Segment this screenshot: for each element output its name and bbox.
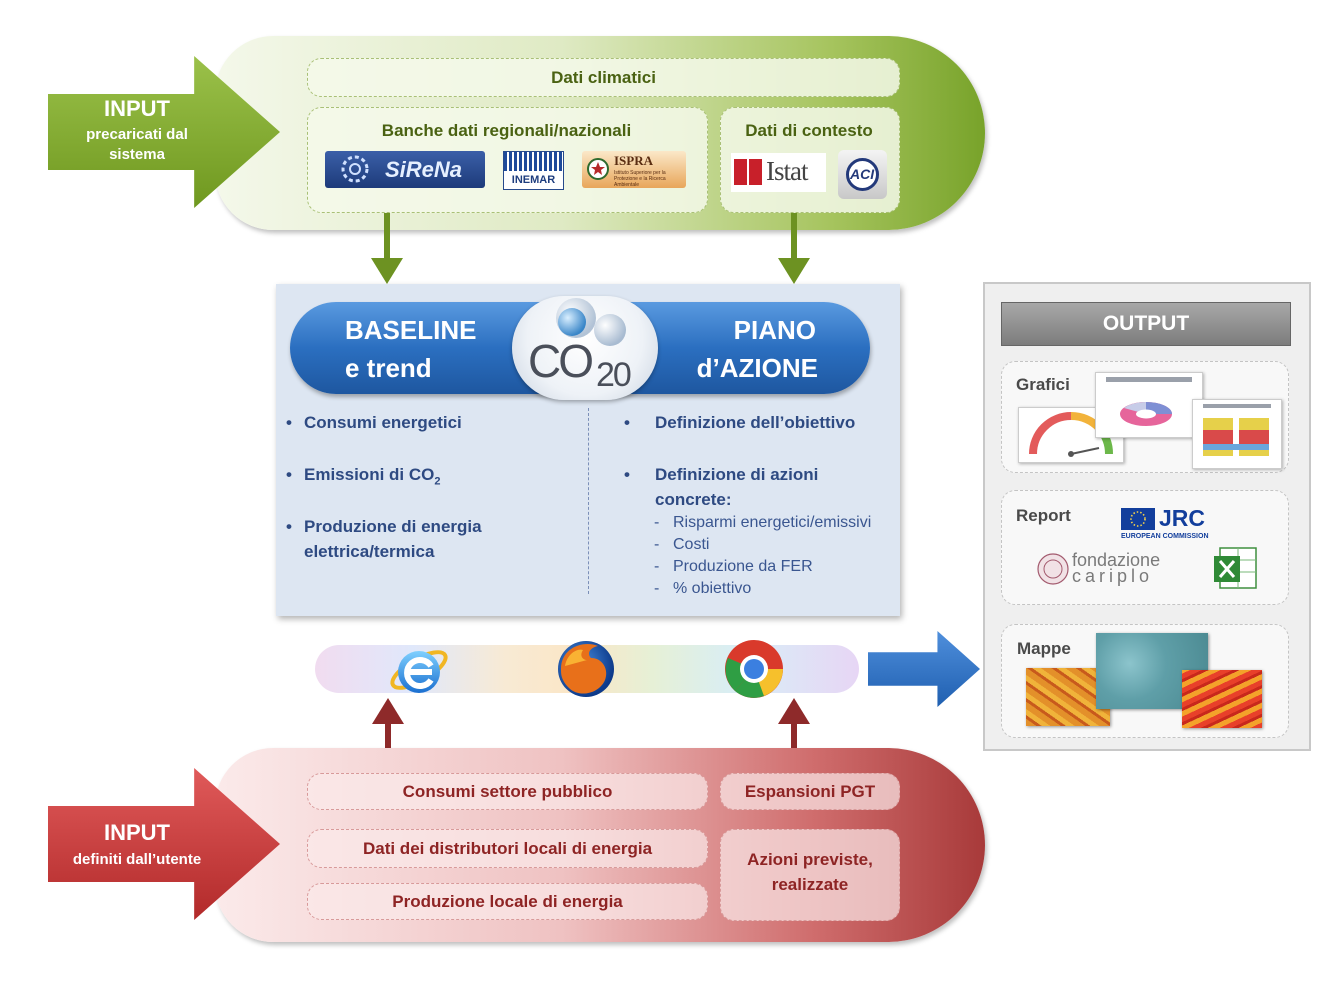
input-system-line2: sistema (109, 146, 165, 163)
pie-chart-thumbnail (1095, 372, 1203, 438)
inemar-text: INEMAR (511, 174, 556, 186)
sub-dash-4: - (654, 580, 660, 597)
input-system-line1: precaricati dal (86, 126, 188, 143)
inemar-logo: INEMAR (503, 151, 564, 190)
input-user-label: INPUT definiti dall’utente (48, 820, 226, 868)
co20-subscript: 20 (596, 356, 632, 394)
bar-icon (1203, 418, 1269, 456)
firefox-icon[interactable] (553, 636, 619, 702)
sub-obiettivo: % obiettivo (673, 580, 752, 597)
input-system-title: INPUT (104, 96, 170, 121)
fondazione-text: fondazione (1072, 550, 1161, 570)
co20-text: CO (528, 335, 594, 387)
espansioni-pgt-label: Espansioni PGT (744, 782, 876, 801)
ispra-logo: ISPRA Istituto Superiore per la Protezio… (582, 151, 686, 188)
consumi-settore-box: Consumi settore pubblico (307, 773, 708, 810)
sub-costi: Costi (673, 536, 710, 553)
elettrica-termica: elettrica/termica (304, 542, 435, 561)
down-arrow-left (384, 213, 390, 265)
definizione-obiettivo: Definizione dell’obiettivo (655, 413, 856, 432)
piano-title: PIANO d’AZIONE (696, 311, 818, 387)
dati-climatici-box: Dati climatici (307, 58, 900, 97)
map-thumbnail-red (1182, 670, 1262, 728)
sirena-logo: SiReNa (325, 151, 485, 188)
azioni-line2: realizzate (771, 875, 849, 894)
consumi-settore-label: Consumi settore pubblico (402, 782, 613, 801)
excel-icon (1214, 547, 1257, 589)
sub-dash-1: - (654, 514, 660, 531)
eu-flag-icon (1121, 508, 1155, 530)
emissioni-co2: Emissioni di CO2 (304, 465, 440, 487)
emissioni-co2-text: Emissioni di CO (304, 465, 435, 484)
sub-risparmi: Risparmi energetici/emissivi (673, 514, 872, 531)
baseline-line1: BASELINE (345, 315, 477, 345)
azioni-line1: Azioni previste, (747, 850, 873, 869)
down-arrow-right (791, 213, 797, 265)
bullet-definizione: • (624, 413, 630, 432)
ispra-text: ISPRA (614, 153, 654, 168)
dati-contesto-label: Dati di contesto (745, 121, 873, 140)
grafici-label: Grafici (1016, 375, 1070, 394)
sub-dash-3: - (654, 558, 660, 575)
sirena-text: SiReNa (385, 157, 463, 182)
fondazione-cariplo-logo: fondazione cariplo (1036, 550, 1186, 586)
aci-text: ACI (850, 166, 875, 182)
piano-line1: PIANO (733, 315, 816, 345)
jrc-logo: JRC EUROPEAN COMMISSION (1121, 505, 1209, 544)
sub-fer: Produzione da FER (673, 558, 813, 575)
down-arrow-left-head (371, 258, 403, 284)
input-system-label: INPUT precaricati dal sistema (48, 96, 226, 163)
up-arrow-right-head (778, 698, 810, 724)
consumi-energetici: Consumi energetici (304, 413, 462, 432)
piano-line2: d’AZIONE (696, 353, 818, 383)
definizione-azioni: Definizione di azioni (655, 465, 819, 484)
cariplo-text: cariplo (1072, 566, 1154, 586)
chrome-icon[interactable] (723, 638, 785, 700)
co20-logo: CO 20 (512, 296, 658, 400)
dati-climatici-label: Dati climatici (551, 68, 656, 87)
baseline-title: BASELINE e trend (345, 311, 476, 387)
jrc-subtext: EUROPEAN COMMISSION (1121, 533, 1209, 540)
bar-chart-thumbnail (1192, 399, 1282, 469)
distributori-label: Dati dei distributori locali di energia (362, 839, 653, 858)
co20-bubbles-icon (556, 298, 626, 346)
banche-dati-label: Banche dati regionali/nazionali (381, 121, 632, 140)
istat-logo: Istat (731, 153, 826, 192)
pie-icon (1120, 402, 1172, 426)
co2-subscript: 2 (434, 475, 441, 488)
output-header: OUTPUT (1001, 302, 1291, 346)
down-arrow-right-head (778, 258, 810, 284)
concrete-label: concrete: (655, 490, 732, 509)
produzione-locale-label: Produzione locale di energia (392, 892, 623, 911)
aci-emblem-icon (846, 158, 879, 191)
bullet-consumi: • (286, 413, 292, 432)
ispra-emblem-icon (587, 158, 609, 180)
distributori-box: Dati dei distributori locali di energia (307, 829, 708, 868)
report-label: Report (1016, 506, 1071, 525)
input-user-title: INPUT (104, 820, 170, 845)
aci-logo: ACI (838, 150, 887, 199)
internet-explorer-icon[interactable] (387, 638, 451, 702)
azioni-box: Azioni previste, realizzate (720, 829, 900, 921)
jrc-text: JRC (1159, 505, 1206, 531)
espansioni-pgt-box: Espansioni PGT (720, 773, 900, 810)
bullet-produzione: • (286, 517, 292, 536)
bullet-azioni: • (624, 465, 630, 484)
sub-dash-2: - (654, 536, 660, 553)
bullet-emissioni: • (286, 465, 292, 484)
input-user-line1: definiti dall’utente (72, 851, 202, 868)
output-arrow (868, 631, 980, 707)
ispra-subtext: Istituto Superiore per la Protezione e l… (614, 170, 666, 188)
sirena-wheel-icon (341, 155, 369, 183)
produzione-locale-box: Produzione locale di energia (307, 883, 708, 920)
produzione-energia: Produzione di energia (304, 517, 482, 536)
baseline-line2: e trend (345, 353, 432, 383)
mappe-label: Mappe (1017, 639, 1071, 658)
center-divider (588, 408, 589, 594)
cariplo-seal-icon (1037, 553, 1069, 585)
istat-text: Istat (766, 156, 808, 186)
